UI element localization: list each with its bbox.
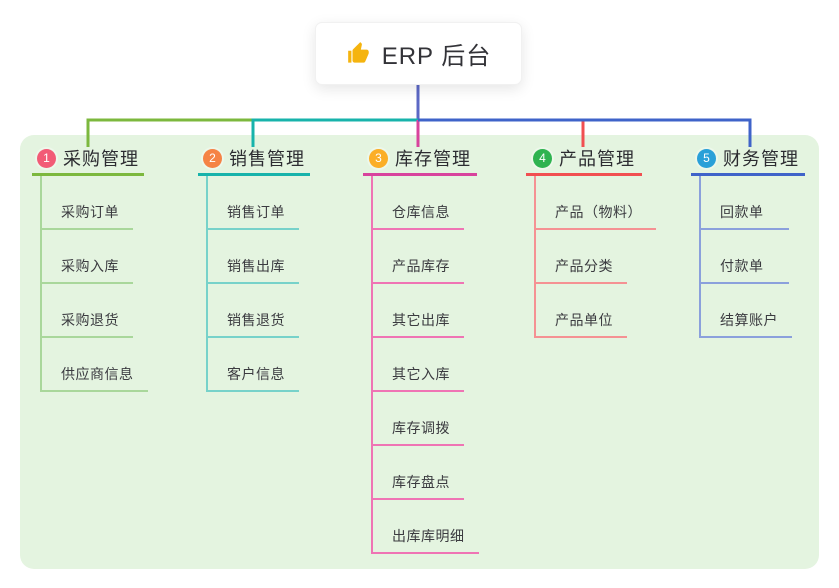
branch-item[interactable]: 销售退货 xyxy=(208,284,299,338)
branch-item[interactable]: 库存调拨 xyxy=(373,392,464,446)
branch-heading-label: 库存管理 xyxy=(395,149,471,169)
branch-heading[interactable]: 4 产品管理 xyxy=(526,143,642,176)
branch-item[interactable]: 客户信息 xyxy=(208,338,299,392)
branch-heading-label: 销售管理 xyxy=(229,149,305,169)
branch-index-badge: 2 xyxy=(203,148,222,168)
branch-item[interactable]: 销售订单 xyxy=(208,176,299,230)
branch-item[interactable]: 结算账户 xyxy=(701,284,792,338)
root-title: ERP 后台 xyxy=(381,43,492,70)
branch-item[interactable]: 采购订单 xyxy=(42,176,133,230)
branch-items: 产品（物料）产品分类产品单位 xyxy=(534,176,656,338)
branch-items: 仓库信息产品库存其它出库其它入库库存调拨库存盘点出库库明细 xyxy=(371,176,479,554)
branch-index-badge: 5 xyxy=(697,148,716,168)
branch-items: 回款单付款单结算账户 xyxy=(699,176,792,338)
branch-item[interactable]: 其它入库 xyxy=(373,338,464,392)
branch-item[interactable]: 回款单 xyxy=(701,176,789,230)
branches-panel xyxy=(20,135,819,569)
branch-item[interactable]: 采购退货 xyxy=(42,284,133,338)
branch-heading[interactable]: 2 销售管理 xyxy=(198,143,310,176)
branch-heading-label: 财务管理 xyxy=(723,149,799,169)
branch-index-badge: 4 xyxy=(533,148,552,168)
branch-heading-label: 产品管理 xyxy=(559,149,635,169)
branch-heading[interactable]: 5 财务管理 xyxy=(691,143,805,176)
root-node[interactable]: ERP 后台 xyxy=(315,22,522,85)
branch-item[interactable]: 产品单位 xyxy=(536,284,627,338)
branch-items: 采购订单采购入库采购退货供应商信息 xyxy=(40,176,148,392)
thumbs-up-icon xyxy=(347,41,369,63)
branch-item[interactable]: 其它出库 xyxy=(373,284,464,338)
branch-index-badge: 3 xyxy=(369,148,388,168)
branch-item[interactable]: 产品库存 xyxy=(373,230,464,284)
branch-heading-label: 采购管理 xyxy=(63,149,139,169)
branch-index-badge: 1 xyxy=(37,148,56,168)
branch-item[interactable]: 库存盘点 xyxy=(373,446,464,500)
branch-heading[interactable]: 1 采购管理 xyxy=(32,143,144,176)
branch-item[interactable]: 出库库明细 xyxy=(373,500,479,554)
branch-item[interactable]: 供应商信息 xyxy=(42,338,148,392)
branch-item[interactable]: 销售出库 xyxy=(208,230,299,284)
branch-item[interactable]: 采购入库 xyxy=(42,230,133,284)
branch-items: 销售订单销售出库销售退货客户信息 xyxy=(206,176,299,392)
branch-item[interactable]: 仓库信息 xyxy=(373,176,464,230)
branch-heading[interactable]: 3 库存管理 xyxy=(363,143,477,176)
branch-item[interactable]: 产品（物料） xyxy=(536,176,656,230)
branch-item[interactable]: 产品分类 xyxy=(536,230,627,284)
branch-item[interactable]: 付款单 xyxy=(701,230,789,284)
